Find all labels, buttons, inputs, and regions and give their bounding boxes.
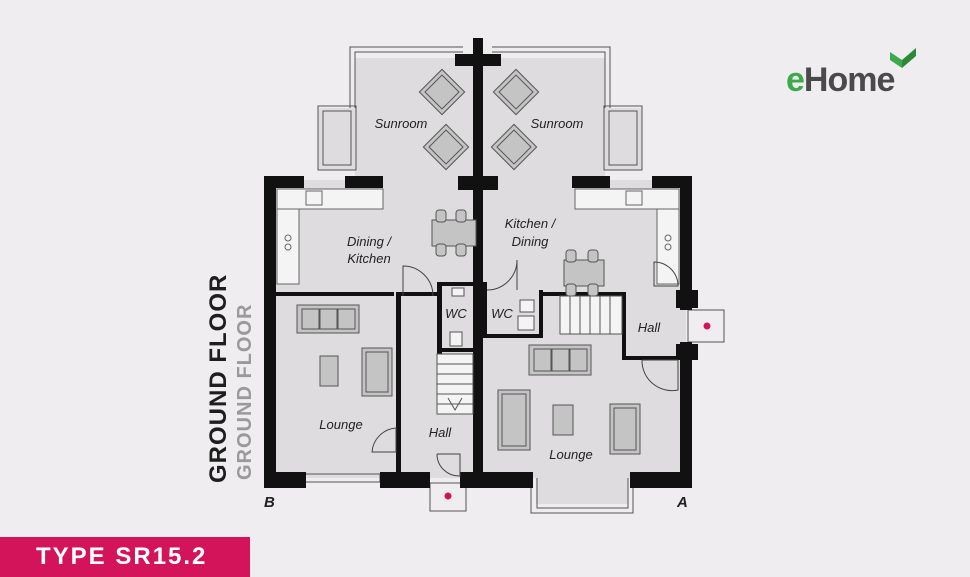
lounge-furniture: [296, 304, 641, 455]
type-badge: TYPE SR15.2: [0, 537, 250, 577]
house-a-marker: A: [677, 494, 688, 511]
sunroom-glazing: [304, 46, 725, 514]
room-label-dining-kitchen-2: Kitchen: [347, 251, 390, 266]
entrance-markers: [444, 322, 711, 500]
room-label-sunroom-right: Sunroom: [531, 116, 584, 131]
room-label-wc-left: WC: [445, 306, 467, 321]
house-b-marker: B: [264, 494, 275, 511]
logo-e: e: [786, 61, 805, 99]
walls: [264, 38, 698, 488]
room-label-hall-left: Hall: [429, 425, 453, 440]
dining-tables: [431, 209, 605, 297]
room-label-kitchen-dining-2: Dining: [512, 234, 550, 249]
leaf-icon: [890, 48, 916, 68]
room-label-dining-kitchen-1: Dining /: [347, 234, 392, 249]
stairs: [436, 295, 623, 415]
room-label-kitchen-dining-1: Kitchen /: [505, 216, 557, 231]
room-label-lounge-left: Lounge: [319, 417, 362, 432]
kitchen-counters: [276, 188, 680, 285]
sunroom-chairs: [418, 68, 540, 171]
room-label-hall-right: Hall: [638, 320, 662, 335]
room-label-lounge-right: Lounge: [549, 447, 592, 462]
logo-home: Home: [803, 61, 895, 99]
wc-fixtures: [449, 287, 535, 347]
ehome-logo: eHome: [786, 48, 926, 104]
room-label-wc-right: WC: [491, 306, 513, 321]
room-label-sunroom-left: Sunroom: [375, 116, 428, 131]
door-swings: [371, 259, 679, 477]
